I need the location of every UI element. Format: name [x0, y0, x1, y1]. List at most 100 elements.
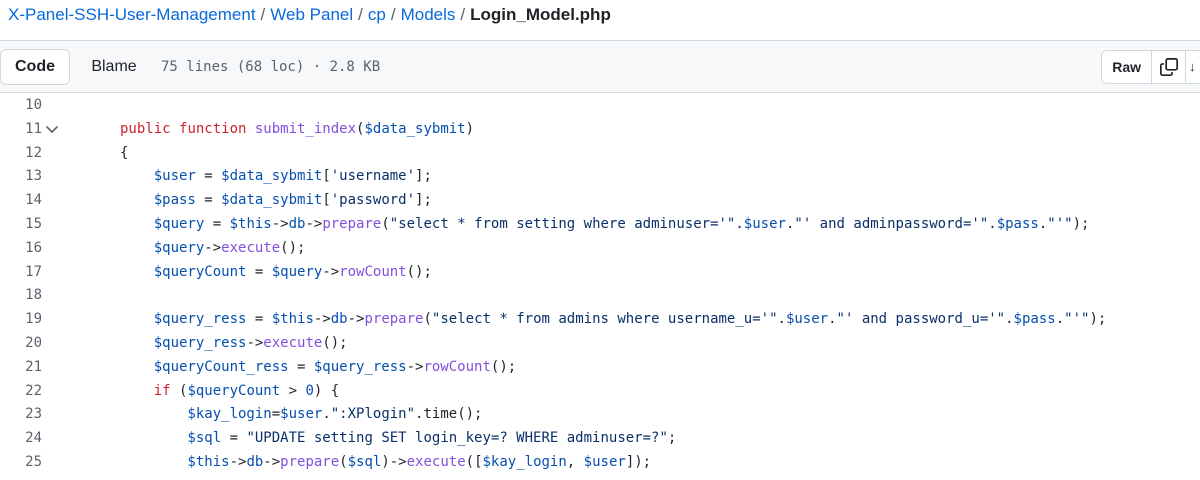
code-line: 16 $query->execute();: [0, 237, 1200, 261]
code-token: (: [423, 311, 432, 328]
line-number[interactable]: 16: [25, 239, 42, 256]
line-number[interactable]: 10: [25, 97, 42, 113]
code-token: =: [195, 168, 222, 185]
code-line: 15 $query = $this->db->prepare("select *…: [0, 213, 1200, 237]
raw-button[interactable]: Raw: [1101, 50, 1152, 84]
code-token: db: [288, 215, 306, 232]
line-number[interactable]: 19: [25, 311, 42, 328]
code-token: =: [221, 430, 247, 447]
view-switcher: Code Blame: [0, 49, 152, 85]
code-token: $user: [120, 168, 196, 185]
breadcrumb-models-link[interactable]: Models: [400, 5, 456, 24]
code-token: "' and adminpassword='": [794, 215, 989, 232]
code-token: ): [465, 120, 475, 137]
line-code: {: [120, 142, 128, 166]
code-view: 10 11 public function submit_index($data_s…: [0, 94, 1200, 475]
code-line: 11 public function submit_index($data_syb…: [0, 118, 1200, 142]
code-token: ];: [415, 168, 432, 185]
code-token: );: [1089, 311, 1107, 328]
code-token: >: [280, 382, 306, 399]
code-token: submit_index: [254, 120, 357, 137]
code-line: 10: [0, 94, 1200, 118]
chevron-down-icon[interactable]: [45, 118, 59, 150]
tab-blame[interactable]: Blame: [91, 58, 137, 75]
breadcrumb-cp-link[interactable]: cp: [367, 5, 386, 24]
code-token: $pass: [120, 192, 196, 209]
breadcrumb-web-panel-link[interactable]: Web Panel: [270, 5, 354, 24]
code-token: .: [322, 406, 331, 423]
line-number[interactable]: 18: [25, 287, 42, 304]
code-line: 23 $kay_login=$user.":XPlogin".time();: [0, 403, 1200, 427]
code-token: .: [988, 215, 997, 232]
line-number[interactable]: 13: [25, 168, 42, 185]
line-number[interactable]: 20: [25, 334, 42, 351]
breadcrumb-separator: /: [260, 5, 266, 24]
line-code: $queryCount = $query->rowCount();: [120, 261, 432, 285]
code-token: $user: [743, 215, 786, 232]
tab-code[interactable]: Code: [0, 49, 70, 85]
code-line: 12 {: [0, 142, 1200, 166]
breadcrumb-repo-link[interactable]: X-Panel-SSH-User-Management: [8, 5, 256, 24]
code-token: $queryCount: [120, 263, 247, 280]
code-token: $query: [120, 215, 205, 232]
code-token: (: [381, 215, 390, 232]
code-token: =: [204, 215, 230, 232]
code-token: "'": [1064, 311, 1090, 328]
line-code: $kay_login=$user.":XPlogin".time();: [120, 403, 482, 427]
code-token: "select * from admins where username_u='…: [431, 311, 778, 328]
copy-raw-button[interactable]: [1152, 50, 1186, 84]
download-button[interactable]: ↓: [1186, 50, 1200, 84]
breadcrumb-separator: /: [460, 5, 466, 24]
code-line: 14 $pass = $data_sybmit['password'];: [0, 189, 1200, 213]
code-token: 'username': [330, 168, 416, 185]
line-number[interactable]: 21: [25, 358, 42, 375]
code-token: $sql: [120, 430, 222, 447]
line-code: $query_ress = $this->db->prepare("select…: [120, 308, 1107, 332]
line-number[interactable]: 25: [25, 453, 42, 470]
code-token: $user: [785, 311, 829, 328]
file-toolbar: Code Blame 75 lines (68 loc) · 2.8 KB Ra…: [0, 40, 1200, 93]
code-token: =: [246, 311, 272, 328]
code-token: .: [828, 311, 837, 328]
code-token: );: [1072, 215, 1090, 232]
code-token: prepare: [364, 311, 424, 328]
code-token: prepare: [322, 215, 382, 232]
line-code: $query->execute();: [120, 237, 306, 261]
code-token: $queryCount: [187, 382, 281, 399]
line-code: public function submit_index($data_sybmi…: [120, 118, 474, 142]
code-token: ];: [415, 192, 432, 209]
code-token: $query_ress: [313, 358, 407, 375]
line-number[interactable]: 11: [25, 120, 42, 137]
code-token: ->: [305, 215, 323, 232]
code-token: ->: [204, 239, 222, 256]
code-line: 18: [0, 284, 1200, 308]
code-token: =: [288, 358, 314, 375]
code-token: if: [120, 382, 180, 399]
code-token: $this: [229, 215, 272, 232]
code-token: ->: [322, 263, 340, 280]
code-token: execute: [263, 334, 323, 351]
code-token: execute: [221, 239, 281, 256]
code-token: $kay_login: [120, 406, 272, 423]
code-token: db: [246, 453, 264, 470]
line-code: $sql = "UPDATE setting SET login_key=? W…: [120, 427, 676, 451]
line-code: $queryCount_ress = $query_ress->rowCount…: [120, 356, 516, 380]
code-token: ->: [263, 453, 281, 470]
code-token: $query_ress: [120, 311, 247, 328]
code-token: {: [120, 144, 129, 161]
line-number[interactable]: 24: [25, 430, 42, 447]
code-token: $query: [271, 263, 323, 280]
line-number[interactable]: 17: [25, 263, 42, 280]
code-line: 17 $queryCount = $query->rowCount();: [0, 261, 1200, 285]
breadcrumb-separator: /: [358, 5, 363, 24]
line-number[interactable]: 23: [25, 406, 42, 423]
code-token: ();: [406, 263, 432, 280]
line-code: $query_ress->execute();: [120, 332, 348, 356]
line-number[interactable]: 15: [25, 215, 42, 232]
line-number[interactable]: 14: [25, 192, 42, 209]
line-number[interactable]: 22: [25, 382, 42, 399]
code-token: ]);: [625, 453, 652, 470]
code-token: (: [356, 120, 365, 137]
code-token: 0: [305, 382, 314, 399]
line-number[interactable]: 12: [25, 144, 42, 161]
